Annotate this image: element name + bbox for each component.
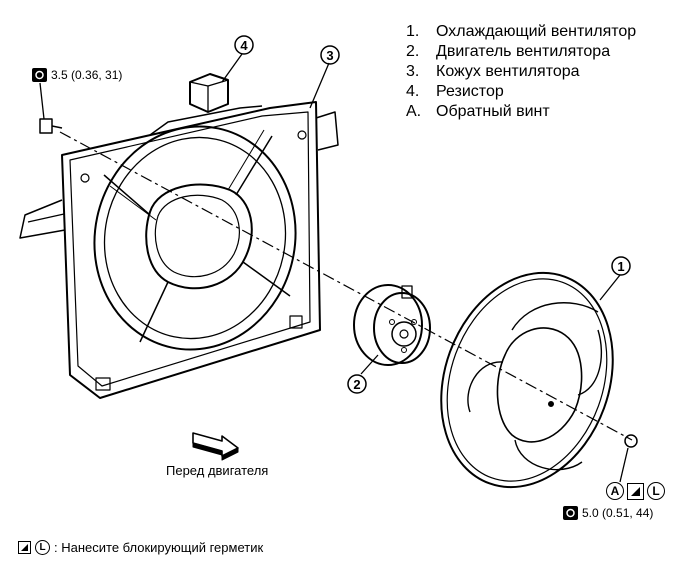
torque-value-bottom: 5.0 (0.51, 44) [582, 506, 654, 520]
callout-3-label: 3 [326, 48, 333, 63]
legend-key: 2. [406, 43, 420, 60]
torque-wrench-icon [32, 68, 47, 82]
legend-item: 2. Двигатель вентилятора [406, 42, 636, 62]
sealant-icon [18, 541, 31, 554]
callout-4: 4 [234, 35, 254, 55]
assembly-axis [59, 131, 633, 441]
fan-motor [353, 284, 431, 366]
sealant-note: L : Нанесите блокирующий герметик [18, 540, 263, 555]
resistor [189, 73, 229, 113]
note-text: : Нанесите блокирующий герметик [54, 540, 264, 555]
callout-2-label: 2 [353, 377, 360, 392]
top-bolt [39, 118, 63, 134]
legend-text: Резистор [436, 83, 504, 100]
marker-a: A [606, 482, 624, 500]
callout-2: 2 [347, 374, 367, 394]
legend-text: Охлаждающий вентилятор [436, 23, 637, 40]
legend-key: A. [406, 103, 422, 120]
parts-legend: 1. Охлаждающий вентилятор 2. Двигатель в… [406, 22, 636, 122]
note-marker-l: L [35, 540, 50, 555]
legend-key: 3. [406, 63, 420, 80]
torque-spec-top: 3.5 (0.36, 31) [32, 68, 122, 82]
legend-key: 1. [406, 23, 420, 40]
torque-spec-bottom: 5.0 (0.51, 44) [563, 506, 653, 520]
legend-item: 3. Кожух вентилятора [406, 62, 636, 82]
leader-lines [39, 53, 629, 483]
callout-3: 3 [320, 45, 340, 65]
legend-item: 4. Резистор [406, 82, 636, 102]
marker-group: A L [606, 482, 665, 500]
torque-wrench-icon [563, 506, 578, 520]
marker-l: L [647, 482, 665, 500]
legend-text: Кожух вентилятора [436, 63, 580, 80]
callout-1: 1 [611, 256, 631, 276]
fan-shroud [19, 101, 339, 399]
callout-1-label: 1 [617, 259, 624, 274]
callout-4-label: 4 [240, 38, 248, 53]
legend-text: Обратный винт [436, 103, 550, 120]
engine-front-label: Перед двигателя [166, 463, 269, 478]
legend-key: 4. [406, 83, 420, 100]
front-arrow-icon [192, 432, 239, 461]
legend-item: 1. Охлаждающий вентилятор [406, 22, 636, 42]
sealant-icon [627, 482, 644, 500]
cooling-fan [440, 271, 638, 489]
legend-item: A. Обратный винт [406, 102, 636, 122]
legend-text: Двигатель вентилятора [436, 43, 611, 60]
torque-value-top: 3.5 (0.36, 31) [51, 68, 123, 82]
